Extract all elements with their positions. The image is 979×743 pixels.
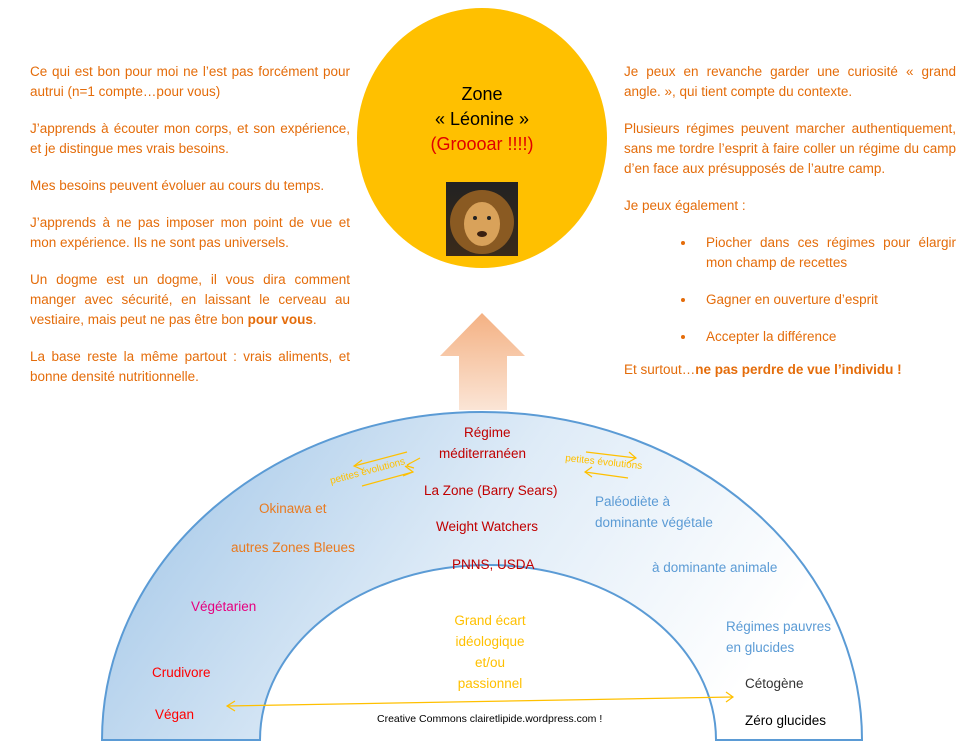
bullet-item: Piocher dans ces régimes pour élargir mo… (696, 233, 956, 273)
label-vegetarien: Végétarien (191, 599, 257, 614)
final-emphasis: ne pas perdre de vue l’individu ! (695, 362, 902, 377)
label-regime: Régime (464, 425, 511, 440)
circle-roar: (Groooar !!!!) (430, 134, 534, 154)
left-paragraph: Un dogme est un dogme, il vous dira comm… (30, 272, 350, 327)
label-paleo: Paléodiète à (595, 494, 671, 509)
left-paragraph: La base reste la même partout : vrais al… (30, 349, 350, 384)
right-paragraph: Plusieurs régimes peuvent marcher authen… (624, 121, 956, 176)
label-pnns: PNNS, USDA (452, 557, 535, 572)
label-zero-glucides: Zéro glucides (745, 713, 827, 728)
label-dominante-vegetale: dominante végétale (595, 515, 713, 530)
right-column: Je peux en revanche garder une curiosité… (624, 62, 956, 397)
bullet-list: Piocher dans ces régimes pour élargir mo… (624, 233, 956, 347)
label-dominante-animale: à dominante animale (652, 560, 778, 575)
circle-text: Zone « Léonine » (Groooar !!!!) (357, 82, 607, 157)
left-paragraph: J’apprends à écouter mon corps, et son e… (30, 121, 350, 156)
lion-image (446, 182, 518, 256)
right-paragraph: Et surtout…ne pas perdre de vue l’indivi… (624, 360, 956, 380)
label-vegan: Végan (155, 707, 195, 722)
left-paragraph: J’apprends à ne pas imposer mon point de… (30, 215, 350, 250)
right-paragraph: Je peux également : (624, 198, 746, 213)
bullet-item: Accepter la différence (696, 327, 956, 347)
circle-title: Zone (461, 84, 503, 104)
gap-label: Grand écart idéologique et/ou passionnel (430, 610, 550, 694)
final-lead: Et surtout… (624, 362, 696, 377)
label-weight-watchers: Weight Watchers (436, 519, 539, 534)
gap-line: et/ou (474, 655, 506, 670)
label-glucides: en glucides (726, 640, 795, 655)
right-paragraph: Je peux en revanche garder une curiosité… (624, 64, 956, 99)
label-mediterraneen: méditerranéen (439, 446, 527, 461)
gap-line: idéologique (455, 634, 525, 649)
label-crudivore: Crudivore (152, 665, 211, 680)
gap-line: Grand écart (454, 613, 526, 628)
evolution-arrows (405, 457, 421, 469)
up-arrow (440, 313, 525, 410)
label-okinawa: Okinawa et (259, 501, 327, 516)
label-zones-bleues: autres Zones Bleues (231, 540, 355, 555)
label-regimes-pauvres: Régimes pauvres (726, 619, 832, 634)
bullet-item: Gagner en ouverture d’esprit (696, 290, 956, 310)
circle-subtitle: « Léonine » (434, 109, 530, 129)
left-paragraph: Ce qui est bon pour moi ne l’est pas for… (30, 64, 350, 99)
arch-shape (100, 411, 864, 741)
credit-text: Creative Commons clairetlipide.wordpress… (377, 713, 603, 725)
emphasis-text: pour vous (247, 312, 313, 327)
left-column: Ce qui est bon pour moi ne l’est pas for… (30, 62, 350, 404)
gap-line: passionnel (457, 676, 523, 691)
lion-icon (450, 190, 514, 254)
dogme-text: Un dogme est un dogme, il vous dira comm… (30, 272, 350, 327)
label-la-zone: La Zone (Barry Sears) (424, 483, 558, 498)
left-paragraph: Mes besoins peuvent évoluer au cours du … (30, 178, 325, 193)
label-cetogene: Cétogène (745, 676, 804, 691)
